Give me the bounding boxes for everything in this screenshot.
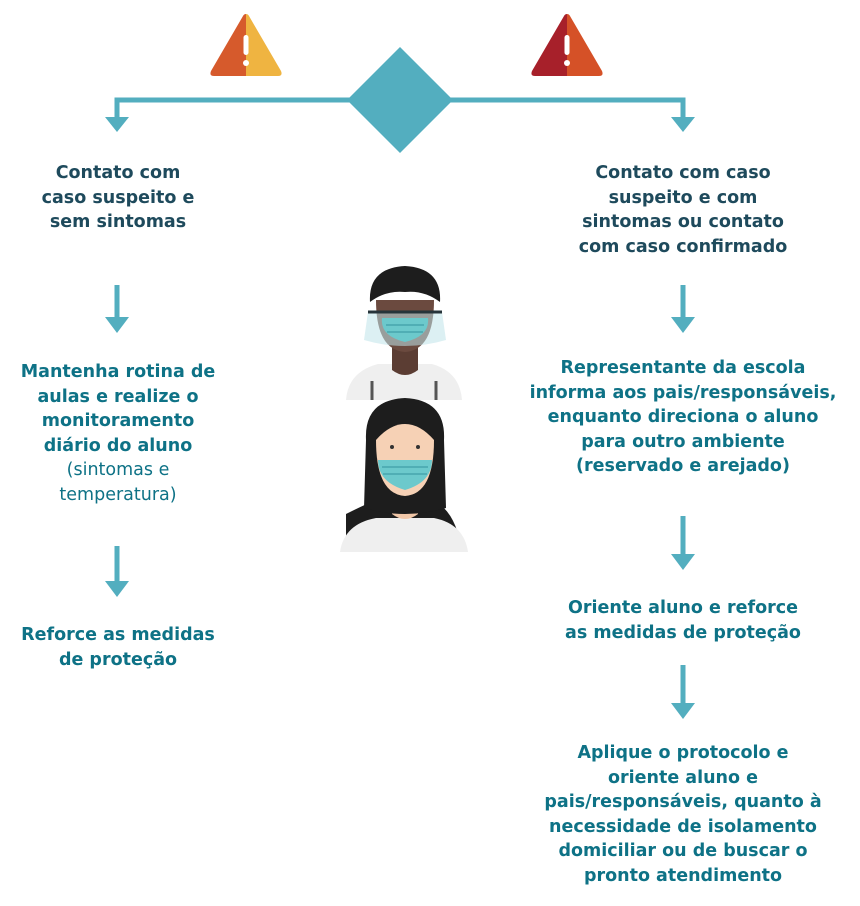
right-step-1-line: (reservado e arejado) (576, 456, 790, 476)
arrow-right-branch-icon (671, 117, 695, 132)
right-step-3-line: pronto atendimento (583, 865, 783, 886)
right-condition-line: sintomas ou contato (582, 212, 784, 232)
left-condition-line: Contato com (55, 163, 181, 183)
right-step-2-line: Oriente aluno e reforce (568, 598, 798, 618)
right-step-1-text: Representante da escola informa aos pais… (498, 356, 860, 479)
right-step-3-line: necessidade de isolamento (549, 816, 817, 837)
arrow-down-icon (671, 665, 695, 719)
right-step-3-text: Aplique o protocolo e oriente aluno e pa… (508, 741, 858, 888)
right-condition-line: suspeito e com (608, 187, 758, 208)
right-step-1-line: Representante da escola (560, 358, 806, 378)
left-step-2-line: de proteção (58, 649, 178, 670)
left-step-1-note-line: temperatura) (59, 484, 177, 505)
right-step-1-line: informa aos pais/responsáveis, (529, 382, 837, 403)
warning-triangle-orange-icon (210, 14, 282, 76)
arrow-left-branch-icon (105, 117, 129, 132)
arrow-down-icon (105, 285, 129, 333)
left-step-1-text: Mantenha rotina de aulas e realize o mon… (0, 360, 236, 507)
left-step-1-line: aulas e realize o (37, 386, 199, 407)
person-with-mask (340, 398, 468, 552)
right-step-3-line: pais/responsáveis, quanto à (544, 792, 822, 812)
left-step-1-line: diário do aluno (43, 435, 193, 456)
arrow-down-icon (671, 516, 695, 570)
right-condition-text: Contato com caso suspeito e com sintomas… (523, 161, 843, 259)
right-step-2-line: as medidas de proteção (565, 622, 801, 643)
right-step-3-line: domiciliar ou de buscar o (558, 841, 808, 861)
left-step-1-line: monitoramento (41, 411, 195, 431)
left-step-2-text: Reforce as medidas de proteção (0, 623, 236, 672)
right-step-1-line: enquanto direciona o aluno (547, 407, 819, 427)
right-step-3-line: Aplique o protocolo e (577, 743, 789, 763)
person-with-mask-and-face-shield (346, 266, 462, 400)
left-step-1-line: Mantenha rotina de (20, 362, 216, 382)
right-condition-line: Contato com caso (595, 163, 771, 183)
right-step-3-line: oriente aluno e (607, 767, 758, 788)
decision-diamond (347, 47, 453, 153)
left-condition-line: sem sintomas (49, 212, 187, 232)
right-step-1-line: para outro ambiente (581, 431, 785, 452)
right-step-2-text: Oriente aluno e reforce as medidas de pr… (523, 596, 843, 645)
right-condition-line: com caso confirmado (578, 236, 788, 257)
arrow-down-icon (671, 285, 695, 333)
left-step-2-line: Reforce as medidas (21, 625, 215, 645)
left-condition-line: caso suspeito e (41, 187, 195, 208)
warning-triangle-red-icon (531, 14, 603, 76)
left-step-1-note-line: (sintomas e (66, 460, 170, 480)
left-condition-text: Contato com caso suspeito e sem sintomas (0, 161, 236, 235)
arrow-down-icon (105, 546, 129, 597)
